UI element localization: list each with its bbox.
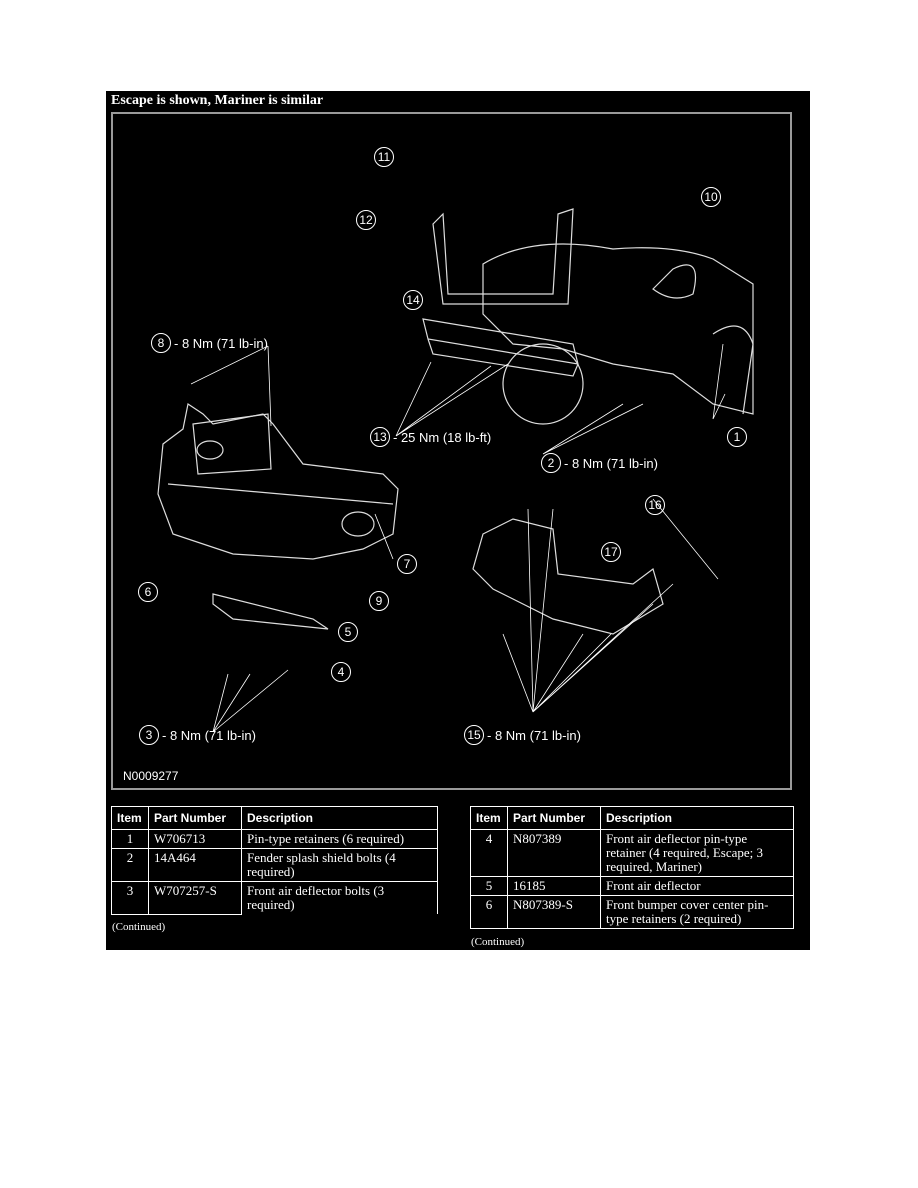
- callout-13: 13- 25 Nm (18 lb-ft): [370, 427, 491, 447]
- diagram-line-art: [157, 208, 754, 733]
- bumper-reinforcement: [422, 318, 579, 377]
- callout-8: 8- 8 Nm (71 lb-in): [151, 333, 268, 353]
- figure-title: Escape is shown, Mariner is similar: [111, 93, 324, 108]
- exploded-diagram: 11 12 10 14 8- 8 Nm (71 lb-in) 13- 25 Nm…: [111, 112, 792, 790]
- callout-3: 3- 8 Nm (71 lb-in): [139, 725, 256, 745]
- callout-7: 7: [397, 554, 420, 574]
- continued-note-right: (Continued): [471, 936, 525, 948]
- callout-16: 16: [645, 495, 668, 515]
- callout-9: 9: [369, 591, 392, 611]
- callout-2: 2- 8 Nm (71 lb-in): [541, 453, 658, 473]
- figure-id: N0009277: [123, 769, 179, 783]
- bumper-cover: [157, 403, 399, 560]
- callout-11: 11: [374, 147, 397, 167]
- callout-5: 5: [338, 622, 361, 642]
- callout-15: 15- 8 Nm (71 lb-in): [464, 725, 581, 745]
- leader-lines: [190, 343, 726, 733]
- splash-shield: [472, 518, 664, 635]
- callout-6: 6: [138, 582, 161, 602]
- callout-12: 12: [356, 210, 379, 230]
- vehicle-front-structure: [432, 208, 754, 425]
- callout-10: 10: [701, 187, 724, 207]
- callout-17: 17: [601, 542, 624, 562]
- table-header-row: Item Part Number Description: [470, 806, 794, 830]
- table-header-row: Item Part Number Description: [111, 806, 438, 830]
- callout-4: 4: [331, 662, 354, 682]
- continued-note-left: (Continued): [112, 921, 166, 933]
- air-deflector: [212, 593, 329, 630]
- callout-1: 1: [727, 427, 750, 447]
- callout-14: 14: [403, 290, 426, 310]
